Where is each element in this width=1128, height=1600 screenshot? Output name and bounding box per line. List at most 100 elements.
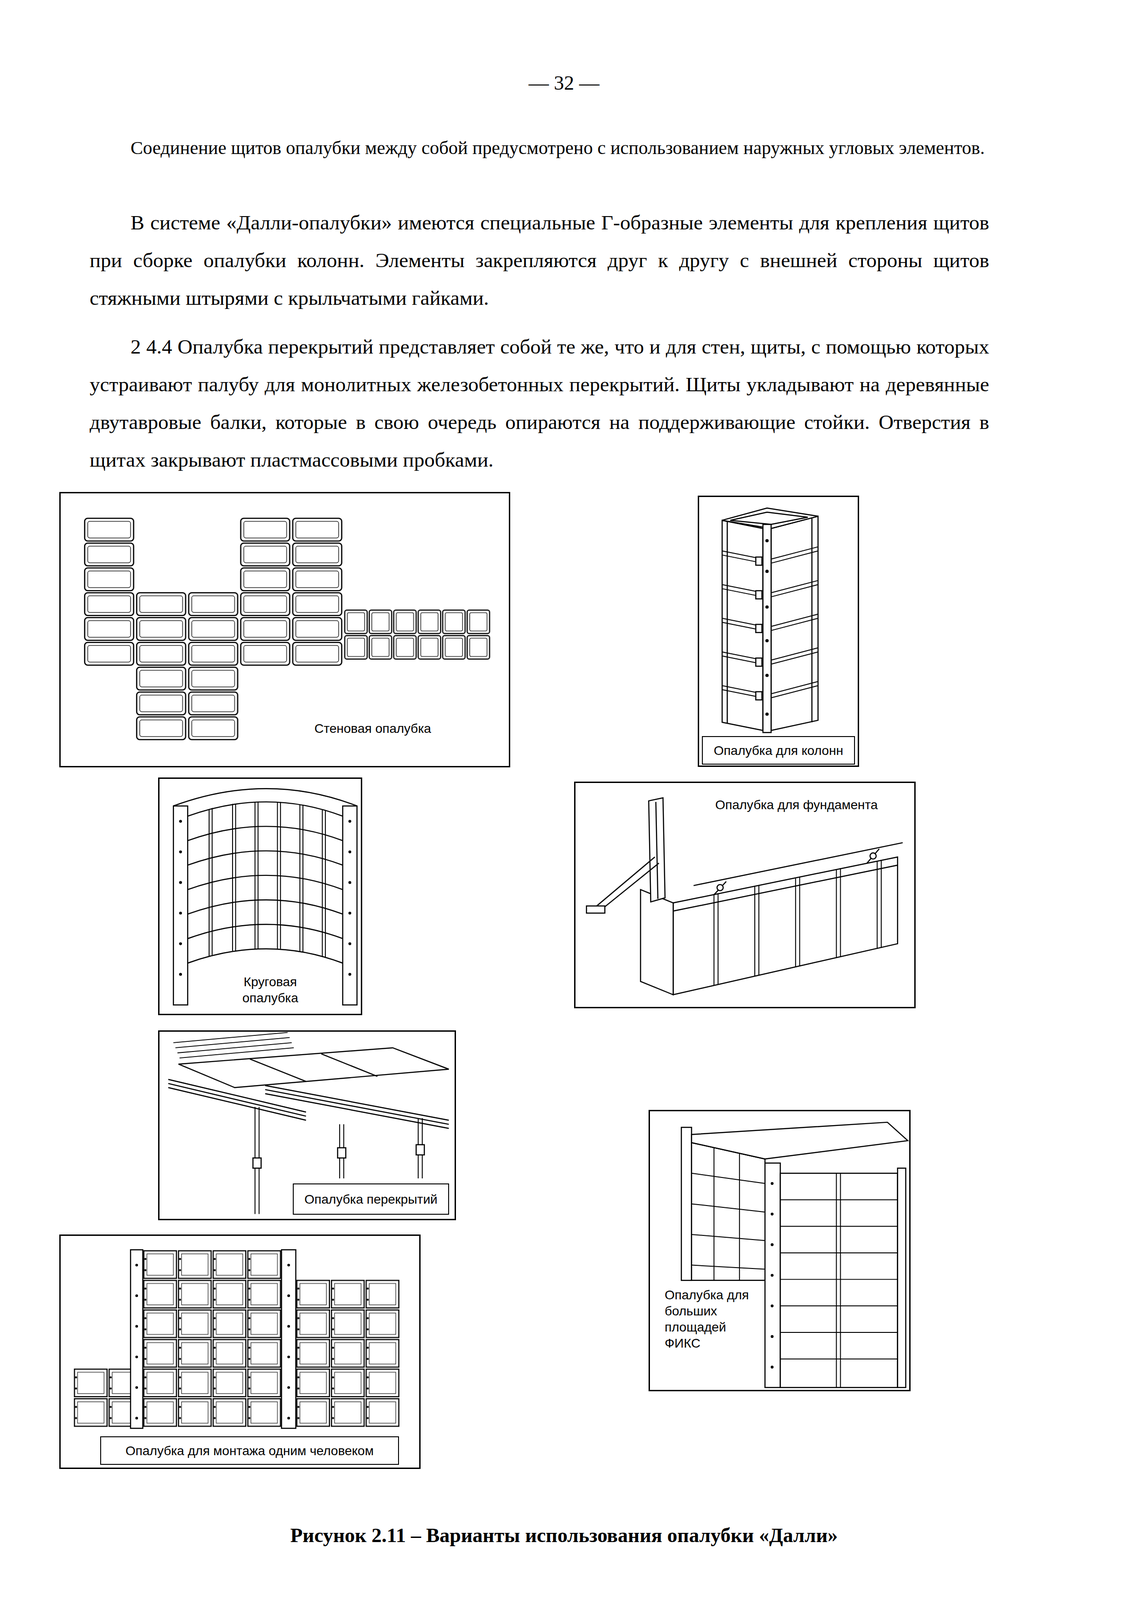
- single-person-formwork-drawing-part-part: [287, 1324, 291, 1328]
- circular-formwork-drawing-part-part: [348, 911, 352, 915]
- large-area-formwork-drawing-part: [691, 1147, 765, 1280]
- column-formwork-drawing-part: [730, 512, 809, 525]
- figure-panel: Круговая опалубка: [158, 777, 363, 1015]
- figure-caption: Рисунок 2.11 – Варианты использования оп…: [0, 1521, 1128, 1550]
- figure-panel: Опалубка для фундамента: [574, 781, 916, 1009]
- circular-formwork-drawing-part-part: [348, 941, 352, 945]
- single-person-formwork-drawing-part-part: [287, 1355, 291, 1358]
- circular-formwork-drawing-part-part: [348, 972, 352, 976]
- body-paragraph: Соединение щитов опалубки между собой пр…: [89, 129, 990, 167]
- large-area-formwork-drawing-part-part: [770, 1181, 774, 1185]
- panel-label: Стеновая опалубка: [312, 719, 433, 738]
- column-formwork-drawing-part-part: [755, 590, 762, 599]
- single-person-formwork-drawing-part: [135, 1263, 290, 1420]
- foundation-formwork-drawing-part: [870, 852, 877, 859]
- wall-formwork-drawing-part: [239, 517, 343, 667]
- large-area-formwork-drawing-part-part: [770, 1212, 774, 1216]
- figure-panel: Опалубка для монтажа одним человеком: [59, 1234, 421, 1469]
- circular-formwork-drawing-part: [187, 801, 343, 963]
- column-formwork-drawing-part-part: [765, 638, 769, 643]
- column-formwork-drawing-part: [722, 520, 764, 731]
- single-person-formwork-drawing-part: [130, 1249, 143, 1428]
- single-person-formwork-drawing-part: [296, 1279, 400, 1428]
- single-person-formwork-drawing-part-part: [287, 1385, 291, 1389]
- column-formwork-drawing-part-part: [765, 539, 769, 543]
- foundation-formwork-drawing-part: [655, 801, 658, 899]
- single-person-formwork-drawing-part-part: [135, 1263, 138, 1267]
- circular-formwork-drawing-part-part: [348, 850, 352, 854]
- panel-label: Опалубка для монтажа одним человеком: [100, 1435, 399, 1465]
- slab-formwork-drawing-part: [252, 1157, 262, 1168]
- slab-formwork-drawing-part: [173, 1032, 294, 1058]
- circular-formwork-drawing-part: [173, 788, 357, 806]
- slab-formwork-drawing-part: [265, 1085, 449, 1128]
- figure-panel: Опалубка перекрытий: [158, 1030, 456, 1220]
- column-formwork-drawing-part: [755, 557, 762, 701]
- circular-formwork-drawing-part-part: [348, 880, 352, 884]
- large-area-formwork-drawing-part: [897, 1167, 906, 1388]
- panel-label-text: Опалубка перекрытий: [304, 1190, 438, 1208]
- column-formwork-drawing-part-part: [755, 557, 762, 566]
- large-area-formwork-drawing-part-part: [770, 1365, 774, 1368]
- panel-label: Опалубка для больших площадей ФИКС: [662, 1285, 759, 1352]
- circular-formwork-drawing-part: [179, 819, 352, 976]
- figure-panel: Опалубка для больших площадей ФИКС: [648, 1109, 911, 1391]
- large-area-formwork-drawing-part: [691, 1142, 765, 1281]
- large-area-formwork-drawing-part-part: [770, 1242, 774, 1246]
- panel-label: Опалубка перекрытий: [292, 1183, 450, 1215]
- foundation-formwork-drawing-part: [673, 856, 898, 995]
- column-formwork-drawing-part: [722, 550, 764, 698]
- large-area-formwork-drawing-part: [780, 1173, 898, 1388]
- column-formwork-drawing-part-part: [765, 673, 769, 677]
- panel-label-text: Стеновая опалубка: [314, 721, 432, 736]
- column-formwork-drawing-part-part: [755, 657, 762, 667]
- single-person-formwork-drawing-part-part: [135, 1293, 138, 1297]
- body-paragraph: 2 4.4 Опалубка перекрытий представляет с…: [89, 327, 990, 479]
- panel-label: Опалубка для колонн: [701, 735, 855, 765]
- circular-formwork-drawing-part: [342, 805, 358, 1005]
- slab-formwork-drawing-part: [337, 1147, 346, 1158]
- panel-label-text: Круговая опалубка: [242, 974, 298, 1005]
- wall-formwork-drawing-part: [135, 591, 239, 741]
- figure-panel: Опалубка для колонн: [697, 495, 860, 767]
- circular-formwork-drawing-part: [173, 805, 188, 1005]
- body-paragraph: В системе «Далли-опалубки» имеются специ…: [89, 203, 990, 317]
- foundation-formwork-drawing: [586, 797, 903, 995]
- slab-formwork-drawing-part: [415, 1144, 425, 1155]
- panel-label-text: Опалубка для больших площадей ФИКС: [664, 1287, 749, 1351]
- foundation-formwork-drawing-part: [717, 884, 724, 891]
- column-formwork-drawing-part-part: [765, 712, 769, 716]
- circular-formwork-drawing-part-part: [179, 880, 183, 884]
- foundation-formwork-drawing-part: [596, 856, 659, 910]
- column-formwork-drawing-part-part: [765, 569, 769, 573]
- column-formwork-drawing-part: [771, 516, 819, 731]
- circular-formwork-drawing-part-part: [179, 819, 183, 823]
- circular-formwork-drawing-part-part: [348, 819, 352, 823]
- single-person-formwork-drawing-part-part: [135, 1385, 138, 1389]
- column-formwork-drawing-part-part: [765, 605, 769, 609]
- wall-formwork-drawing-part: [343, 609, 491, 661]
- panel-label-text: Опалубка для фундамента: [715, 797, 878, 812]
- panel-label: Опалубка для фундамента: [713, 795, 880, 814]
- single-person-formwork-drawing-part: [281, 1249, 296, 1428]
- circular-formwork-drawing-part-part: [179, 911, 183, 915]
- figure-panel: Стеновая опалубка: [59, 491, 511, 768]
- circular-formwork-drawing-part: [209, 801, 326, 957]
- column-formwork-drawing-part: [763, 524, 772, 733]
- single-person-formwork-drawing-part: [142, 1249, 282, 1427]
- foundation-formwork-drawing-part: [648, 797, 666, 902]
- single-person-formwork-drawing-part-part: [135, 1416, 138, 1420]
- circular-formwork-drawing-part-part: [179, 972, 183, 976]
- large-area-formwork-drawing-part-part: [770, 1334, 774, 1338]
- slab-formwork-drawing-part: [250, 1053, 378, 1082]
- large-area-formwork-drawing-part: [780, 1173, 898, 1388]
- large-area-formwork-drawing-part: [681, 1127, 692, 1281]
- wall-formwork-drawing: [83, 517, 491, 741]
- single-person-formwork-drawing-part-part: [287, 1416, 291, 1420]
- single-person-formwork-drawing: [73, 1249, 400, 1428]
- circular-formwork-drawing-part-part: [179, 941, 183, 945]
- slab-formwork-drawing-part: [178, 1047, 449, 1088]
- foundation-formwork-drawing-part: [586, 905, 605, 913]
- panel-label: Круговая опалубка: [222, 972, 319, 1007]
